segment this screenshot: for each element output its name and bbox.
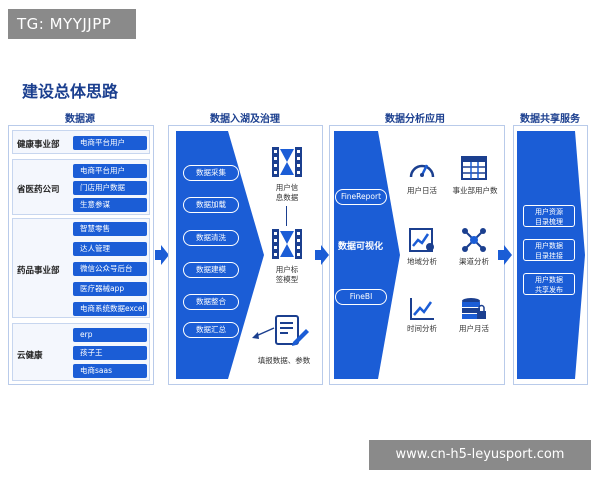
share-item: 用户资源 目录梳理 (523, 205, 575, 227)
analysis-icon-label: 地域分析 (407, 257, 437, 266)
share-line: 共享发布 (535, 286, 563, 294)
connector-line (286, 206, 287, 226)
ingest-icon-label: 用户信 息数据 (264, 183, 310, 203)
source-item: 电商saas (73, 364, 147, 378)
analysis-icon-label: 渠道分析 (459, 257, 489, 266)
source-item: 智慧零售 (73, 222, 147, 236)
page-title: 建设总体思路 (22, 82, 119, 101)
source-item: 微信公众号后台 (73, 262, 147, 276)
ingest-step: 数据加载 (183, 197, 239, 213)
label-line: 用户标 (275, 265, 299, 274)
section-title-ingest: 数据入湖及治理 (210, 114, 280, 125)
source-item: erp (73, 328, 147, 342)
source-item: 孩子王 (73, 346, 147, 360)
form-edit-icon (275, 315, 309, 346)
section-title-source: 数据源 (65, 114, 95, 125)
share-line: 用户数据 (535, 242, 563, 250)
source-item: 电商系统数据excel (73, 302, 147, 316)
source-item: 电商平台用户 (73, 136, 147, 150)
group-label: 省医药公司 (17, 185, 60, 195)
flow-arrow (315, 245, 329, 265)
trend-chart-icon (409, 228, 434, 252)
share-line: 用户资源 (535, 208, 563, 216)
ingest-step: 数据整合 (183, 294, 239, 310)
group-label: 健康事业部 (17, 140, 60, 150)
film-strip-icon (272, 147, 302, 177)
share-item: 用户数据 共享发布 (523, 273, 575, 295)
gauge-icon (409, 164, 435, 178)
table-icon (461, 156, 487, 180)
source-item: 医疗器械app (73, 282, 147, 296)
network-icon (462, 228, 486, 252)
group-label: 云健康 (17, 351, 43, 361)
tool-pill-finereport: FineReport (335, 189, 387, 205)
analysis-icon-label: 事业部用户数 (452, 186, 498, 195)
tool-pill-finebi: FineBI (335, 289, 387, 305)
source-group: 药品事业部 智慧零售 达人管理 微信公众号后台 医疗器械app 电商系统数据ex… (12, 218, 150, 318)
ingest-step: 数据汇总 (183, 322, 239, 338)
flow-arrow (498, 245, 512, 265)
source-item: 达人管理 (73, 242, 147, 256)
source-item: 电商平台用户 (73, 164, 147, 178)
line-chart-icon (410, 298, 434, 320)
analysis-icon-label: 时间分析 (407, 324, 437, 333)
source-group: 健康事业部 电商平台用户 (12, 130, 150, 154)
label-line: 用户信 (275, 183, 299, 192)
ingest-icon-label: 填报数据、参数 (257, 356, 311, 365)
ingest-chevron (176, 131, 264, 379)
label-line: 签模型 (275, 275, 299, 284)
section-title-share: 数据共享服务 (520, 114, 580, 125)
source-item: 门店用户数据 (73, 181, 147, 195)
flow-arrow (155, 245, 169, 265)
film-strip-icon (272, 229, 302, 259)
url-watermark: www.cn-h5-leyusport.com (369, 440, 591, 470)
connector-arrow (252, 327, 275, 339)
database-lock-icon (462, 298, 486, 319)
share-line: 用户数据 (535, 276, 563, 284)
source-item: 生意参谋 (73, 198, 147, 212)
share-line: 目录梳理 (535, 218, 563, 226)
section-title-analysis: 数据分析应用 (385, 114, 445, 125)
analysis-icon-label: 用户月活 (459, 324, 489, 333)
share-line: 目录挂接 (535, 252, 563, 260)
ingest-step: 数据采集 (183, 165, 239, 181)
label-line: 息数据 (275, 193, 299, 202)
share-item: 用户数据 目录挂接 (523, 239, 575, 261)
analysis-chevron (334, 131, 400, 379)
ingest-step: 数据建模 (183, 262, 239, 278)
visualization-label: 数据可视化 (338, 242, 384, 252)
analysis-icon-label: 用户日活 (407, 186, 437, 195)
ingest-icon-label: 用户标 签模型 (264, 265, 310, 285)
source-group: 省医药公司 电商平台用户 门店用户数据 生意参谋 (12, 159, 150, 215)
ingest-step: 数据清洗 (183, 230, 239, 246)
tg-watermark: TG: MYYJJPP (8, 9, 136, 39)
group-label: 药品事业部 (17, 266, 60, 276)
source-group: 云健康 erp 孩子王 电商saas (12, 323, 150, 381)
